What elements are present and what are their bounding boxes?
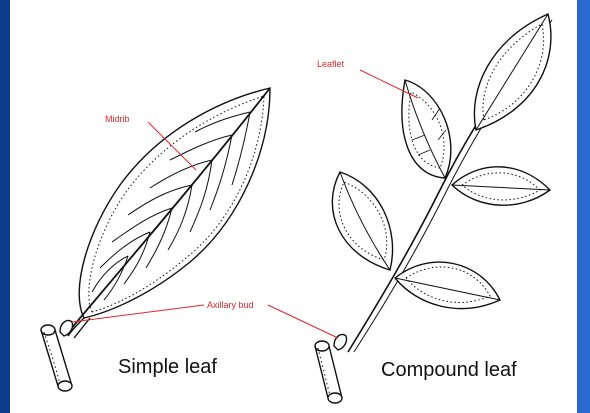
label-compound-leaf: Compound leaf: [381, 359, 517, 381]
simple-leaf-axillary-bud: [60, 320, 73, 336]
leaflet-left-lower: [332, 172, 392, 270]
axillary-bud-leader-compound: [268, 305, 338, 338]
leaflet-right-middle: [452, 167, 550, 205]
label-midrib: Midrib: [105, 114, 130, 124]
leaflet-terminal: [474, 14, 551, 130]
leaflet-right-lower: [395, 262, 500, 308]
simple-leaf-drawing: [41, 88, 270, 391]
label-axillary-bud: Axillary bud: [207, 300, 254, 310]
compound-leaf-drawing: [315, 14, 552, 403]
leaflet-upper-left: [402, 80, 451, 178]
label-leaflet: Leaflet: [317, 59, 345, 69]
label-simple-leaf: Simple leaf: [118, 356, 217, 378]
